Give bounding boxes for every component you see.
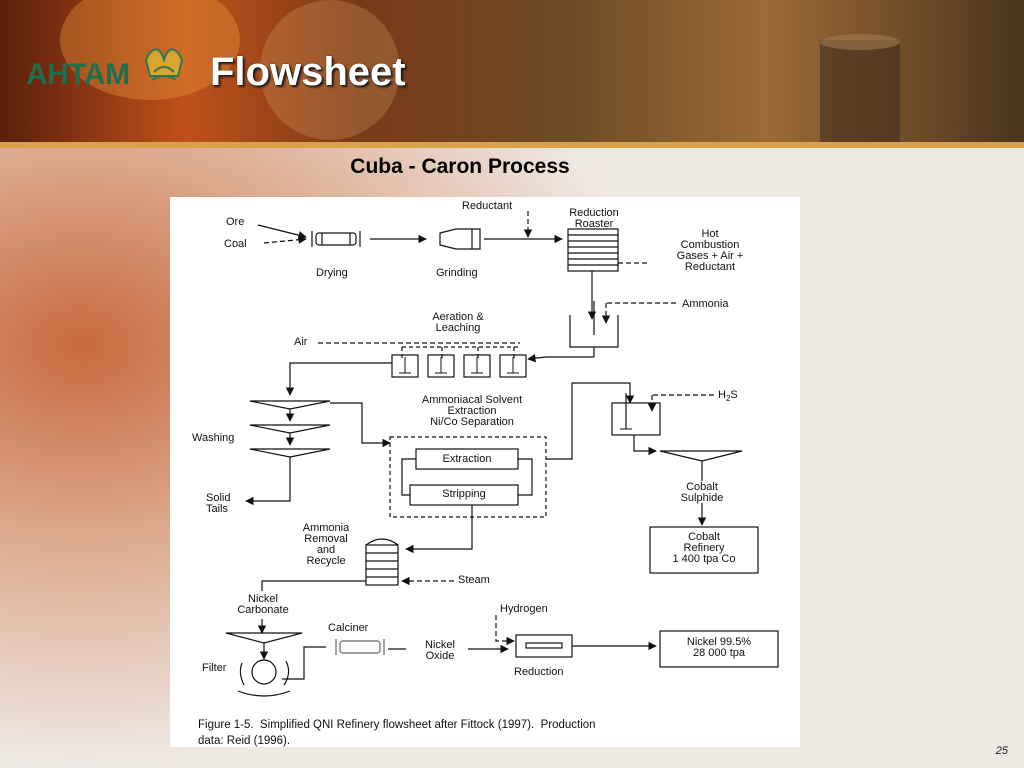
label-cobalt-refinery: Cobalt Refinery 1 400 tpa Co xyxy=(672,531,736,565)
logo-text: AHTAM xyxy=(26,58,130,91)
label-hydrogen: Hydrogen xyxy=(500,603,548,615)
logo-leaf-icon xyxy=(144,48,184,81)
label-extraction: Extraction xyxy=(442,453,492,465)
label-nickel-product: Nickel 99.5% 28 000 tpa xyxy=(686,636,752,659)
label-drying: Drying xyxy=(316,267,348,279)
label-grinding: Grinding xyxy=(436,267,478,279)
company-logo xyxy=(26,42,206,107)
label-air: Air xyxy=(294,336,308,348)
slide-subtitle: Cuba - Caron Process xyxy=(350,155,570,178)
label-reductant: Reductant xyxy=(462,200,513,212)
figure-caption: Figure 1-5. Simplified QNI Refinery flow… xyxy=(198,719,596,747)
label-stripping: Stripping xyxy=(442,488,486,500)
flowsheet-diagram xyxy=(225,211,779,697)
label-solvent-extraction: Ammoniacal Solvent Extraction Ni/Co Sepa… xyxy=(421,394,523,428)
label-ammonia-removal: Ammonia Removal and Recycle xyxy=(302,522,350,567)
label-steam: Steam xyxy=(458,574,490,586)
label-reduction: Reduction xyxy=(514,666,564,678)
label-h2s: H2S xyxy=(718,389,738,404)
label-calciner: Calciner xyxy=(328,622,369,634)
label-reduction-roaster: Reduction Roaster xyxy=(569,207,619,230)
label-coal: Coal xyxy=(224,238,247,250)
calciner-drum xyxy=(335,639,385,655)
label-washing: Washing xyxy=(192,432,235,444)
ammonia-column xyxy=(365,538,399,586)
page-number: 25 xyxy=(995,745,1008,757)
reduction-roaster xyxy=(567,228,619,272)
label-ore: Ore xyxy=(226,216,245,228)
label-nickel-oxide: Nickel Oxide xyxy=(425,639,455,662)
label-ammonia: Ammonia xyxy=(682,298,729,310)
flowsheet-figure: Ore Coal Drying Grinding Reductant Reduc… xyxy=(170,197,800,747)
leach-tanks xyxy=(391,354,527,378)
label-aeration-leaching: Aeration & Leaching xyxy=(432,311,484,334)
label-solid-tails: Solid Tails xyxy=(206,492,231,515)
label-cobalt-sulphide: Cobalt Sulphide xyxy=(680,481,724,504)
label-hot-gases: Hot Combustion Gases + Air + Reductant xyxy=(676,228,744,273)
slide-title: Flowsheet xyxy=(210,50,406,94)
label-filter: Filter xyxy=(202,662,227,674)
label-nickel-carbonate: Nickel Carbonate xyxy=(237,593,289,616)
dryer-drum xyxy=(311,231,361,247)
